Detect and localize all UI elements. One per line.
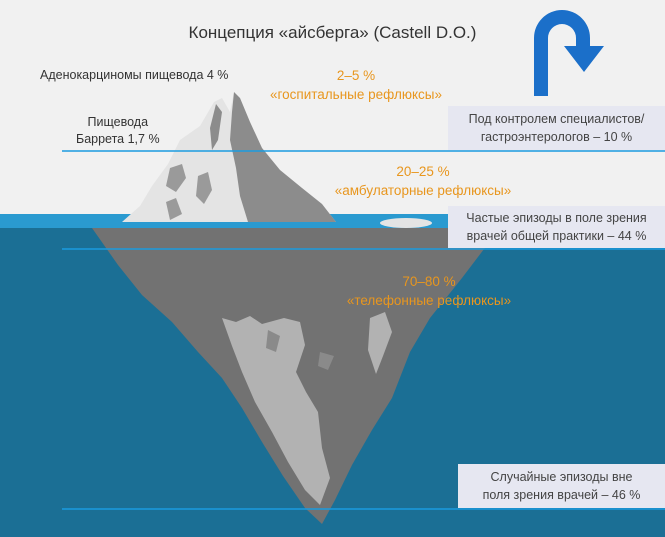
- level-hospital-label: 2–5 % «госпитальные рефлюксы»: [206, 66, 506, 104]
- barrett-label: Пищевода Баррета 1,7 %: [76, 114, 160, 148]
- underwater-shadow-spot: [266, 330, 280, 352]
- small-ice-floe: [380, 218, 432, 228]
- level-phone-percent: 70–80 %: [402, 274, 456, 289]
- box-general-practice-line1: Частые эпизоды в поле зрения: [466, 211, 647, 225]
- box-general-practice-line2: врачей общей практики – 44 %: [466, 229, 647, 243]
- level-outpatient-name: «амбулаторные рефлюксы»: [334, 183, 512, 198]
- box-specialists-line1: Под контролем специалистов/: [468, 112, 645, 126]
- iceberg-tip-streak-2: [166, 164, 186, 192]
- diagram-title: Концепция «айсберга» (Castell D.O.): [188, 23, 477, 42]
- barrett-label-line2: Баррета 1,7 %: [76, 132, 160, 146]
- level-outpatient-label: 20–25 % «амбулаторные рефлюксы»: [273, 162, 573, 200]
- box-outside-view-line2: поля зрения врачей – 46 %: [482, 488, 641, 502]
- box-general-practice: Частые эпизоды в поле зрения врачей обще…: [448, 206, 665, 248]
- barrett-label-line1: Пищевода: [87, 115, 149, 129]
- level-hospital-name: «госпитальные рефлюксы»: [270, 87, 442, 102]
- underwater-highlight: [222, 316, 330, 505]
- underwater-shadow-spot-2: [318, 352, 334, 370]
- box-outside-view-line1: Случайные эпизоды вне: [490, 470, 633, 484]
- box-specialists-line2: гастроэнтерологов – 10 %: [480, 130, 633, 144]
- level-phone-label: 70–80 % «телефонные рефлюксы»: [279, 272, 579, 310]
- underwater-highlight-small: [368, 312, 392, 374]
- level-hospital-percent: 2–5 %: [336, 68, 376, 83]
- box-specialists: Под контролем специалистов/ гастроэнтеро…: [448, 106, 665, 150]
- iceberg-tip-streak: [210, 104, 222, 150]
- level-phone-name: «телефонные рефлюксы»: [346, 293, 512, 308]
- adenocarcinoma-label: Аденокарциномы пищевода 4 %: [40, 68, 229, 82]
- u-turn-arrow-icon: [534, 10, 604, 96]
- iceberg-tip-streak-4: [166, 198, 182, 220]
- iceberg-tip-streak-3: [196, 172, 212, 204]
- box-outside-view: Случайные эпизоды вне поля зрения врачей…: [458, 464, 665, 508]
- iceberg-tip-shadow: [230, 92, 336, 222]
- level-outpatient-percent: 20–25 %: [396, 164, 450, 179]
